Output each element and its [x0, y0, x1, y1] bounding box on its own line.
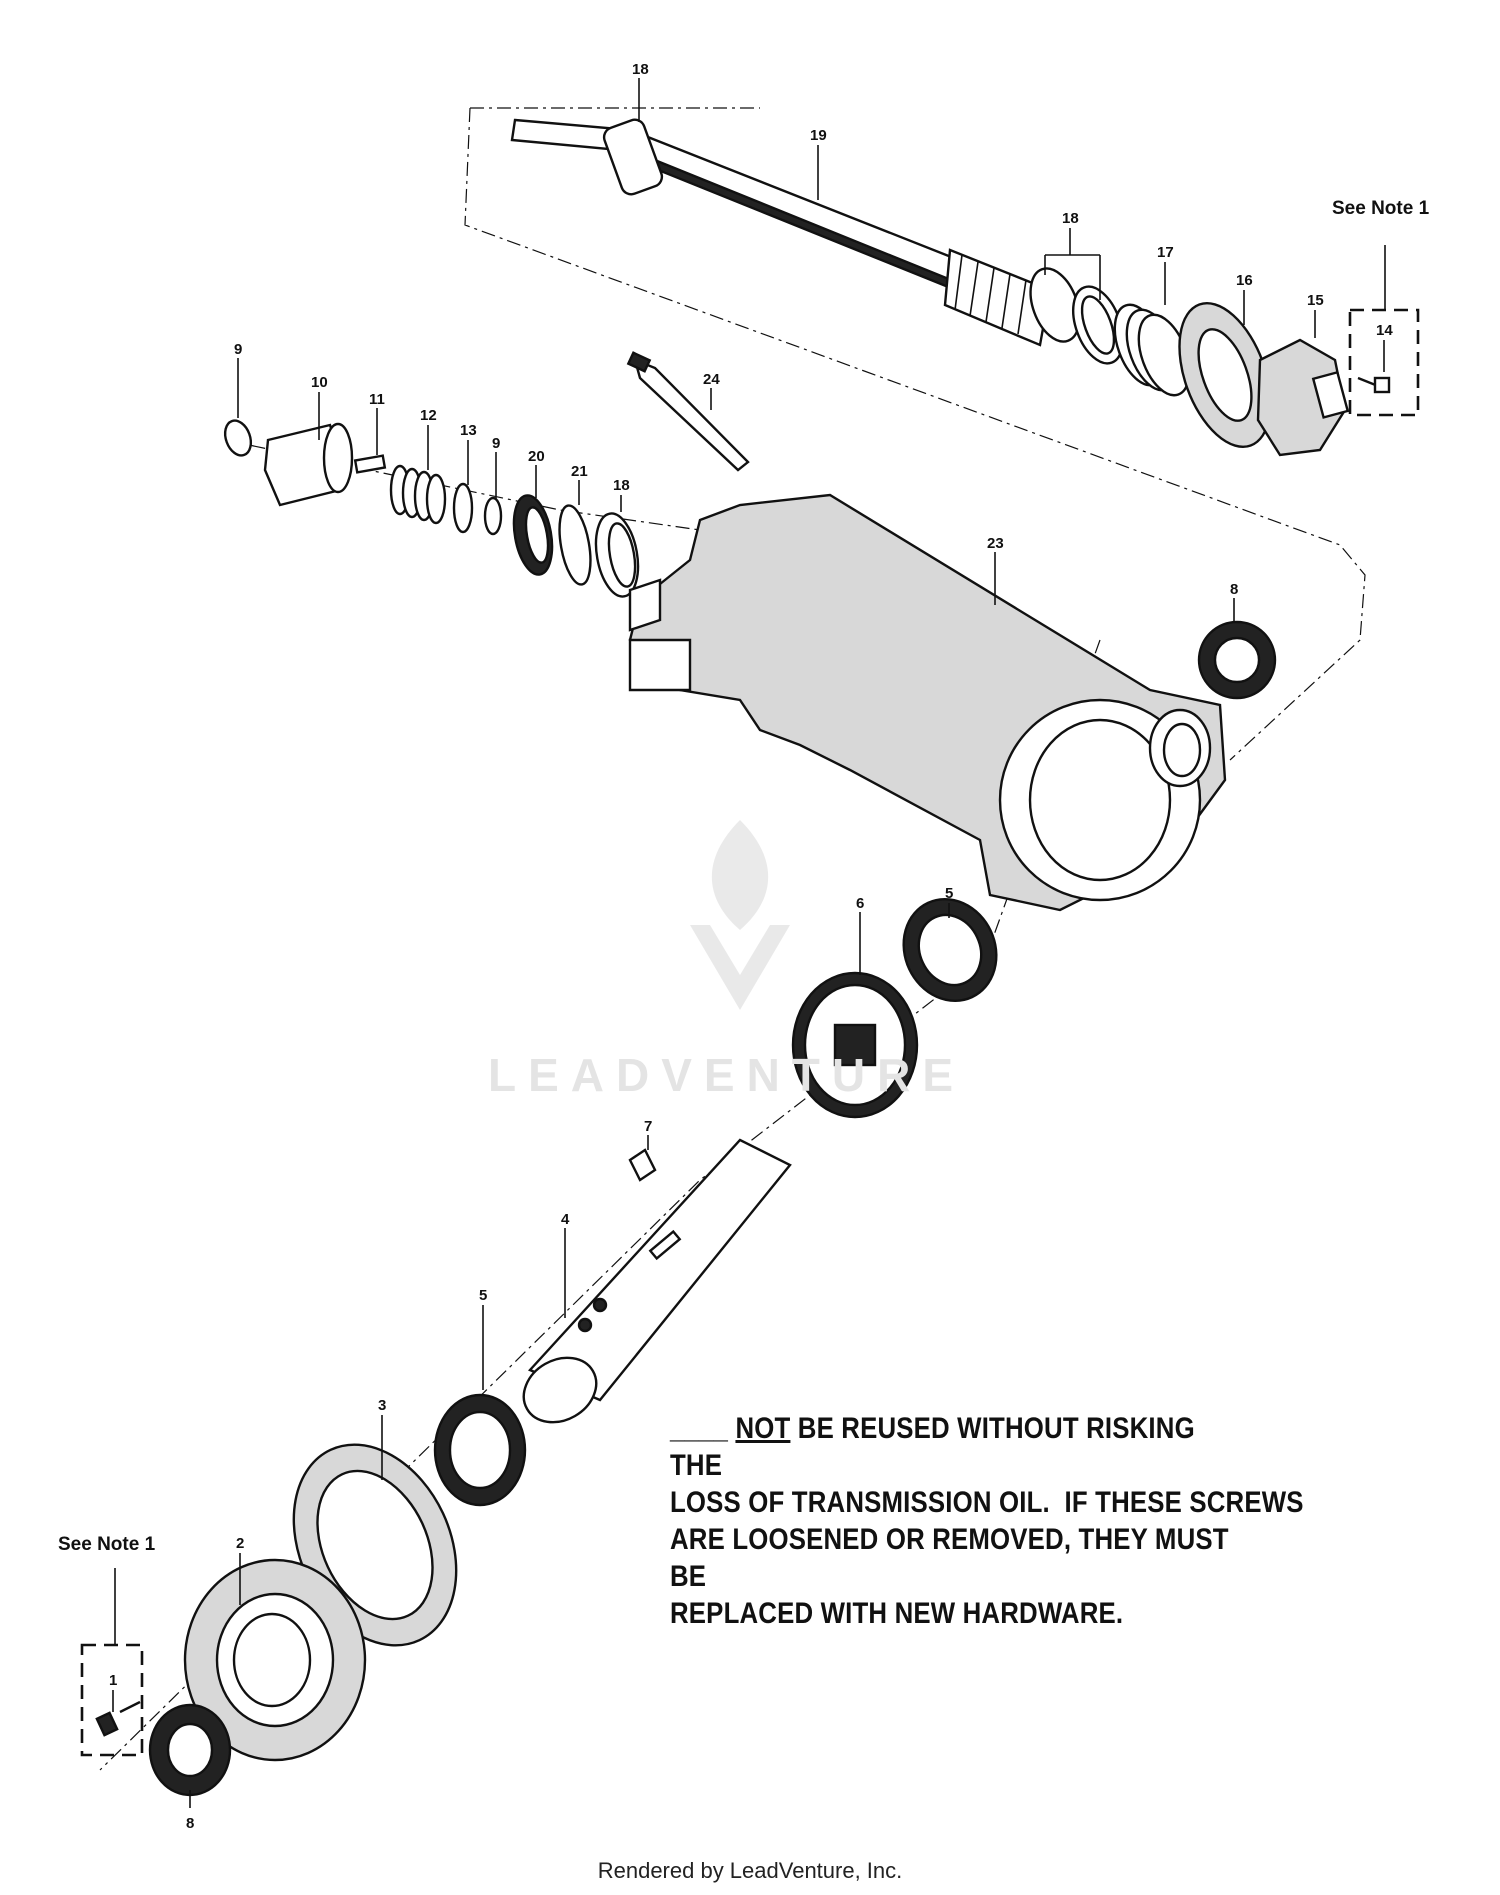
callout-17: 17 [1157, 244, 1174, 261]
dipstick-24 [626, 351, 750, 472]
notice-line-4: REPLACED WITH NEW HARDWARE. [670, 1597, 1124, 1630]
watermark-text: LEADVENTURE [488, 1049, 966, 1101]
bearing-cup-18 [1072, 285, 1124, 365]
callout-1: 1 [109, 1672, 117, 1689]
see-note-top-right: See Note 1 [1332, 198, 1430, 219]
callout-18-left: 18 [613, 477, 630, 494]
spring-12 [389, 464, 447, 525]
callout-3: 3 [378, 1397, 386, 1414]
leader-lines [112, 78, 1385, 1808]
callout-8-lower: 8 [186, 1815, 194, 1832]
callout-7: 7 [644, 1118, 652, 1135]
callout-18-top: 18 [632, 61, 649, 78]
callout-21: 21 [571, 463, 588, 480]
gasket-16 [1178, 302, 1272, 448]
callout-24: 24 [703, 371, 720, 388]
seal-8-lower [148, 1703, 232, 1797]
callout-labels: 18 19 18 17 16 15 14 9 10 11 12 13 9 20 … [58, 61, 1430, 1832]
callout-4: 4 [561, 1211, 570, 1228]
worm-thread [943, 248, 1052, 347]
callout-9-left: 9 [234, 341, 242, 358]
notice-line-3: ARE LOOSENED OR REMOVED, THEY MUST BE [670, 1523, 1229, 1593]
callout-5-lower: 5 [479, 1287, 487, 1304]
bearing-5-upper [902, 897, 998, 1003]
bearing-8-upper [1197, 620, 1277, 700]
gear-6 [791, 971, 919, 1119]
notice-blank: ____ [670, 1412, 729, 1445]
callout-16: 16 [1236, 272, 1253, 289]
hardware-notice: ____ NOT BE REUSED WITHOUT RISKING THE L… [670, 1410, 1304, 1632]
assembly-boundary-line [464, 107, 1366, 761]
transmission-housing [628, 493, 1227, 912]
spring-17 [1113, 303, 1191, 397]
note-box-top-right [1348, 245, 1420, 417]
watermark-logo [690, 820, 790, 1010]
notice-not: NOT [735, 1412, 791, 1445]
callout-15: 15 [1307, 292, 1324, 309]
see-note-bottom-left: See Note 1 [58, 1534, 156, 1555]
bearing-20 [512, 494, 554, 576]
notice-line-2: LOSS OF TRANSMISSION OIL. IF THESE SCREW… [670, 1486, 1304, 1519]
screw-14 [1357, 376, 1391, 394]
cover-2 [183, 1558, 367, 1762]
callout-23: 23 [987, 535, 1004, 552]
snap-ring-9 [223, 419, 253, 457]
washer-13 [452, 482, 474, 534]
cap-15 [1256, 338, 1350, 457]
bearing-cup-18-left [594, 512, 640, 598]
coupling-10 [263, 422, 354, 507]
callout-13: 13 [460, 422, 477, 439]
shaft-bearing-cone [602, 118, 664, 196]
callout-10: 10 [311, 374, 328, 391]
snap-ring-9b [483, 496, 503, 536]
callout-14: 14 [1376, 322, 1393, 339]
notice-line-1-rest: BE REUSED WITHOUT RISKING THE [670, 1412, 1195, 1482]
note-box-bottom-left [80, 1568, 144, 1757]
callout-12: 12 [420, 407, 437, 424]
callout-8-upper: 8 [1230, 581, 1238, 598]
callout-9-right: 9 [492, 435, 500, 452]
key-11 [353, 454, 387, 474]
callout-19: 19 [810, 127, 827, 144]
worm-shaft [510, 118, 1081, 347]
bearing-5-lower [433, 1393, 527, 1507]
callout-18-right: 18 [1062, 210, 1079, 227]
retaining-ring-21 [558, 504, 592, 586]
callout-5-upper: 5 [945, 885, 953, 902]
output-shaft-4 [522, 1138, 792, 1424]
callout-6: 6 [856, 895, 864, 912]
callout-20: 20 [528, 448, 545, 465]
footer-credit: Rendered by LeadVenture, Inc. [597, 1858, 903, 1883]
screw-1 [95, 1700, 141, 1737]
notice-line-1: ____ NOT BE REUSED WITHOUT RISKING THE [670, 1410, 1238, 1484]
woodruff-key-7 [628, 1148, 657, 1182]
callout-2: 2 [236, 1535, 244, 1552]
callout-11: 11 [369, 391, 385, 408]
